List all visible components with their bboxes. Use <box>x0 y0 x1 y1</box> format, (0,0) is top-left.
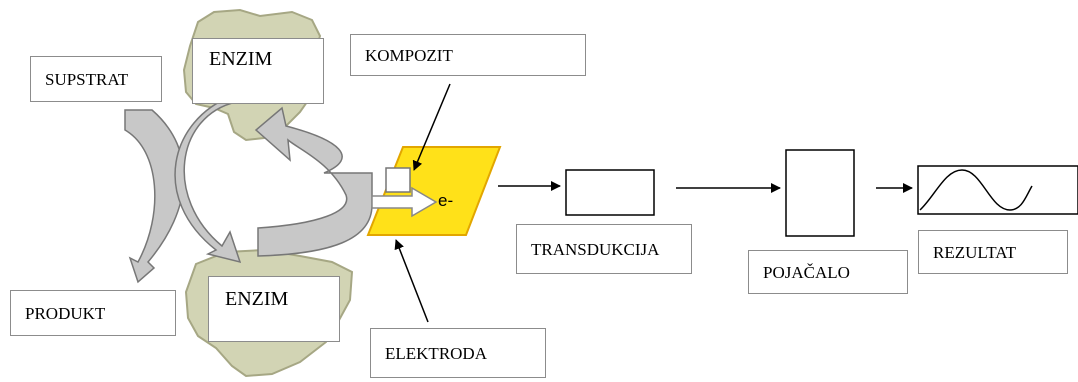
substrate-to-product-arrow <box>124 109 185 284</box>
sine-wave <box>919 169 1033 211</box>
transduction-block <box>565 169 655 216</box>
enzim-bottom-label: ENZIM <box>208 276 340 342</box>
electron-label: e- <box>438 191 454 210</box>
supstrat-label: SUPSTRAT <box>30 56 162 102</box>
result-block <box>917 165 1078 215</box>
pojacalo-label: POJAČALO <box>748 250 908 294</box>
kompozit-pointer <box>412 83 451 171</box>
enzyme-cycle-arrow <box>174 73 247 264</box>
amplifier-block <box>785 149 855 237</box>
rezultat-label: REZULTAT <box>918 230 1068 274</box>
produkt-label: PRODUKT <box>10 290 176 336</box>
electron-arrow <box>371 186 438 218</box>
transdukcija-label: TRANSDUKCIJA <box>516 224 692 274</box>
elektroda-pointer <box>394 239 429 323</box>
kompozit-label: KOMPOZIT <box>350 34 586 76</box>
enzim-top-label: ENZIM <box>192 38 324 104</box>
elektroda-label: ELEKTRODA <box>370 328 546 378</box>
regeneration-arrow <box>254 106 373 257</box>
composite-box <box>385 167 411 193</box>
